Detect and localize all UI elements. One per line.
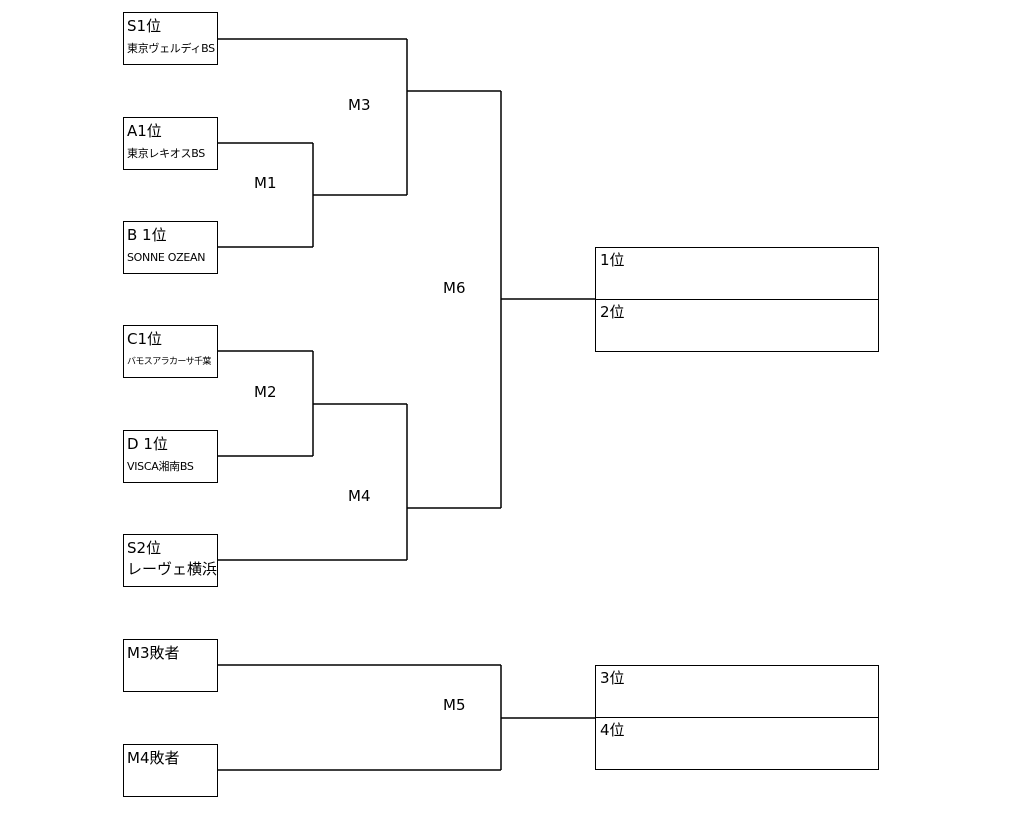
entry-seed: D 1位 — [127, 435, 168, 453]
first-place-slot: 1位 — [596, 248, 878, 300]
third-place-result-box: 3位 4位 — [595, 665, 879, 770]
third-place-slot: 3位 — [596, 666, 878, 718]
entry-m3-loser: M3敗者 — [123, 639, 218, 692]
final-result-box: 1位 2位 — [595, 247, 879, 352]
entry-seed: C1位 — [127, 330, 163, 348]
entry-team: VISCA湘南BS — [127, 460, 194, 473]
entry-d1: D 1位 VISCA湘南BS — [123, 430, 218, 483]
entry-team: SONNE OZEAN — [127, 251, 206, 264]
entry-seed: M4敗者 — [127, 749, 180, 767]
entry-m4-loser: M4敗者 — [123, 744, 218, 797]
entry-a1: A1位 東京レキオスBS — [123, 117, 218, 170]
entry-s2: S2位 レーヴェ横浜 — [123, 534, 218, 587]
match-label-m4: M4 — [348, 487, 371, 505]
fourth-place-slot: 4位 — [600, 720, 625, 739]
match-label-m2: M2 — [254, 383, 277, 401]
entry-seed: M3敗者 — [127, 644, 180, 662]
second-place-slot: 2位 — [600, 302, 625, 321]
match-label-m3: M3 — [348, 96, 371, 114]
entry-c1: C1位 バモスアラカーサ千葉 — [123, 325, 218, 378]
entry-team: 東京ヴェルディBS — [127, 42, 215, 55]
entry-b1: B 1位 SONNE OZEAN — [123, 221, 218, 274]
match-label-m5: M5 — [443, 696, 466, 714]
entry-seed: B 1位 — [127, 226, 167, 244]
entry-team: バモスアラカーサ千葉 — [127, 357, 211, 367]
match-label-m1: M1 — [254, 174, 277, 192]
entry-s1: S1位 東京ヴェルディBS — [123, 12, 218, 65]
entry-seed: A1位 — [127, 122, 162, 140]
entry-seed: S2位 — [127, 539, 162, 557]
match-label-m6: M6 — [443, 279, 466, 297]
entry-team: 東京レキオスBS — [127, 147, 205, 160]
entry-team: レーヴェ横浜 — [127, 560, 218, 578]
entry-seed: S1位 — [127, 17, 162, 35]
